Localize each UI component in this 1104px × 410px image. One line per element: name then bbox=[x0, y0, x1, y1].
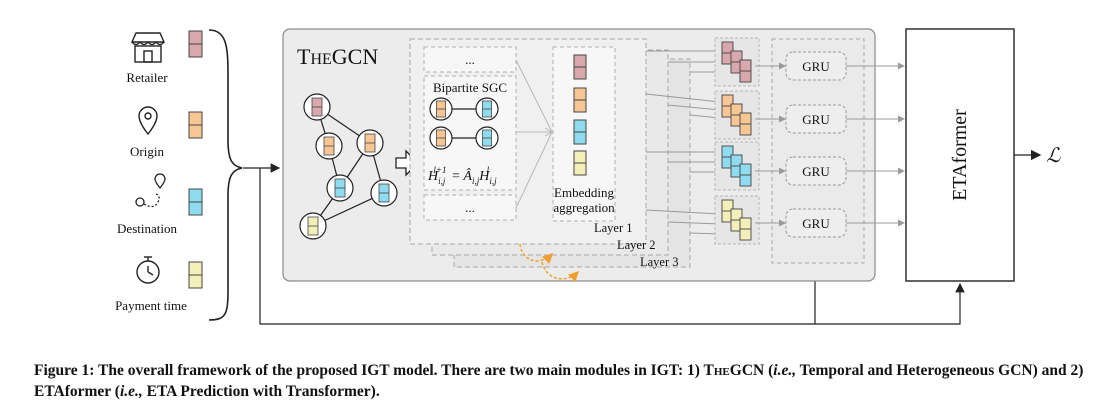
bipartite-pair-origin-destination bbox=[429, 97, 499, 121]
aggregation-label: aggregation bbox=[553, 200, 615, 215]
layer-3-label: Layer 3 bbox=[640, 255, 679, 269]
layer-output-lines bbox=[645, 50, 721, 235]
graph-node-retailer bbox=[303, 93, 331, 121]
graph-node-origin bbox=[356, 129, 384, 157]
bipartite-sgc-label: Bipartite SGC bbox=[433, 80, 507, 95]
stopwatch-icon bbox=[136, 256, 160, 284]
stacked-embedding-retailer bbox=[714, 37, 760, 87]
skip-connection-arrow bbox=[259, 168, 965, 325]
thegcn-title: TheGCN bbox=[297, 44, 378, 69]
aggregated-embedding-retailer bbox=[573, 54, 587, 80]
gru-cell: GRU bbox=[785, 104, 847, 134]
input-embedding-payment-time bbox=[188, 261, 203, 289]
layer-2-label: Layer 2 bbox=[617, 238, 656, 252]
input-embedding-retailer bbox=[188, 30, 203, 58]
input-label-retailer: Retailer bbox=[126, 70, 168, 85]
aggregated-embedding-destination bbox=[573, 119, 587, 145]
loss-symbol: ℒ bbox=[1046, 145, 1061, 167]
sgc-ellipsis-bottom: ... bbox=[465, 200, 475, 215]
sgc-ellipsis-top-box bbox=[423, 46, 517, 73]
etaformer-label: ETAformer bbox=[949, 109, 971, 201]
graph-node-payment-time bbox=[299, 212, 327, 240]
aggregation-arrowhead bbox=[544, 127, 554, 137]
route-icon bbox=[135, 173, 166, 208]
embedding-label: Embedding bbox=[554, 185, 614, 200]
layer-recurrence-arrow bbox=[541, 261, 580, 283]
gru-to-etaformer-arrows bbox=[846, 62, 905, 227]
graph-node-destination bbox=[370, 179, 398, 207]
input-label-destination: Destination bbox=[117, 221, 177, 236]
layer-1-label: Layer 1 bbox=[594, 221, 633, 235]
stacked-embeddings bbox=[714, 37, 760, 245]
gru-cell: GRU bbox=[785, 208, 847, 238]
figure-caption: Figure 1: The overall framework of the p… bbox=[34, 362, 1084, 400]
sgc-ellipsis-bottom-box bbox=[423, 194, 517, 221]
input-label-origin: Origin bbox=[130, 144, 164, 159]
stacked-embedding-destination bbox=[714, 141, 760, 191]
svg-text:GRU: GRU bbox=[802, 59, 830, 74]
gru-cell: GRU bbox=[785, 156, 847, 186]
storefront-icon bbox=[130, 32, 166, 63]
input-brace bbox=[208, 29, 243, 321]
graph-node-origin bbox=[315, 132, 343, 160]
gru-cell: GRU bbox=[785, 51, 847, 81]
igt-framework-diagram: Retailer Origin Destination Payment time bbox=[115, 28, 1061, 325]
location-pin-icon bbox=[138, 106, 158, 136]
aggregated-embedding-origin bbox=[573, 87, 587, 113]
aggregated-embedding-payment-time bbox=[573, 150, 587, 176]
layer-recurrence-arrow bbox=[519, 243, 554, 265]
graph-node-destination bbox=[326, 174, 354, 202]
sgc-formula: Hi,jl+1 = Âi,jHi,jl bbox=[427, 165, 497, 186]
svg-text:GRU: GRU bbox=[802, 112, 830, 127]
svg-text:GRU: GRU bbox=[802, 164, 830, 179]
aggregation-lines bbox=[515, 59, 553, 209]
input-embedding-origin bbox=[188, 111, 203, 139]
bipartite-pair-origin-destination bbox=[429, 126, 499, 150]
stacked-embedding-payment-time bbox=[714, 195, 760, 245]
stack-to-gru-arrows bbox=[755, 62, 786, 227]
input-embedding-destination bbox=[188, 188, 203, 216]
input-label-payment-time: Payment time bbox=[115, 298, 187, 313]
sgc-ellipsis-top: ... bbox=[465, 52, 475, 67]
svg-text:GRU: GRU bbox=[802, 216, 830, 231]
stacked-embedding-origin bbox=[714, 90, 760, 140]
